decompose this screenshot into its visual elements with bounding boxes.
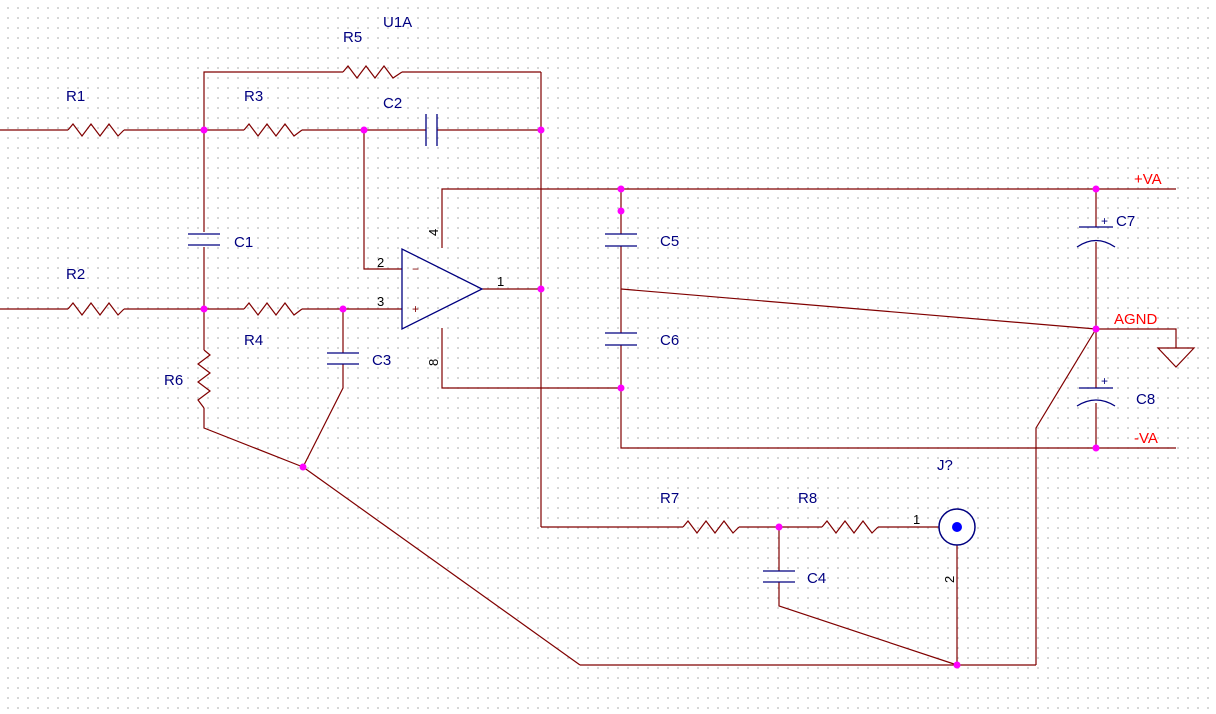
ref-r7: R7 [660, 490, 679, 507]
capacitor-c4[interactable] [763, 570, 795, 583]
ref-r3: R3 [244, 88, 263, 105]
capacitor-c3[interactable] [327, 352, 359, 365]
capacitors [188, 114, 1116, 583]
opamp-plus-sign: + [412, 302, 419, 316]
wire [778, 582, 958, 666]
junction-dot [200, 126, 208, 134]
ref-c1: C1 [234, 234, 253, 251]
net-agnd: AGND [1114, 311, 1158, 328]
junction-dot [360, 126, 368, 134]
capacitor-c6[interactable] [605, 332, 637, 346]
wire [441, 328, 621, 389]
resistor-r2[interactable] [67, 302, 125, 316]
resistor-r5[interactable] [342, 65, 403, 79]
pin-1: 1 [497, 274, 504, 289]
polarity-signs: − + + + [412, 214, 1108, 388]
wire [620, 288, 1097, 330]
junction-dot [617, 207, 625, 215]
wire [441, 188, 1176, 248]
ref-r8: R8 [798, 490, 817, 507]
ref-c6: C6 [660, 332, 679, 349]
capacitor-c7[interactable] [1076, 226, 1116, 248]
pin-j1: 1 [913, 512, 920, 527]
junction-dot [775, 523, 783, 531]
junction-dot [1092, 185, 1100, 193]
connector-j[interactable] [938, 508, 976, 546]
junction-dot [537, 285, 545, 293]
ref-r5: R5 [343, 29, 362, 46]
net-vpos: +VA [1134, 171, 1162, 188]
opamp-u1a[interactable] [401, 247, 484, 331]
ref-r2: R2 [66, 266, 85, 283]
resistor-r3[interactable] [243, 123, 303, 137]
pin-3: 3 [377, 294, 384, 309]
resistor-r4[interactable] [243, 302, 303, 316]
pin-8: 8 [426, 359, 441, 366]
capacitor-c8[interactable] [1076, 387, 1116, 407]
junction-dot [1092, 444, 1100, 452]
ground-icon [1156, 347, 1196, 368]
reference-labels: U1A R5 R1 R3 C2 C1 R2 R4 C3 R6 C5 C6 C7 … [66, 14, 1155, 587]
resistors [67, 65, 879, 534]
junction-dot [339, 305, 347, 313]
junction-dot [617, 185, 625, 193]
resistor-r6[interactable] [197, 349, 211, 409]
wire [363, 130, 402, 270]
wire [302, 364, 344, 468]
net-labels: +VA AGND -VA [1114, 171, 1162, 447]
junctions [200, 126, 1100, 669]
junction-dot [200, 305, 208, 313]
ref-c8: C8 [1136, 391, 1155, 408]
net-vneg: -VA [1134, 430, 1158, 447]
c8-plus-sign: + [1101, 374, 1108, 388]
junction-dot [1092, 325, 1100, 333]
pin-j2: 2 [942, 576, 957, 583]
wire [203, 71, 343, 130]
capacitor-c1[interactable] [188, 233, 220, 246]
junction-dot [299, 463, 307, 471]
c7-plus-sign: + [1101, 214, 1108, 228]
capacitor-c2[interactable] [425, 114, 438, 146]
junction-dot [953, 661, 961, 669]
wires [0, 71, 1177, 666]
resistor-r1[interactable] [67, 123, 125, 137]
ref-u1a: U1A [383, 14, 412, 31]
ref-c7: C7 [1116, 213, 1135, 230]
resistor-r7[interactable] [682, 520, 740, 534]
ref-r6: R6 [164, 372, 183, 389]
ref-j: J? [937, 457, 953, 474]
wire [203, 408, 304, 468]
pin-2: 2 [377, 255, 384, 270]
wire [1035, 328, 1097, 665]
wire [620, 345, 1176, 449]
junction-dot [617, 384, 625, 392]
resistor-r8[interactable] [821, 520, 879, 534]
ref-c3: C3 [372, 352, 391, 369]
opamp-minus-sign: − [412, 262, 419, 276]
wire [302, 466, 581, 666]
ref-r4: R4 [244, 332, 263, 349]
ref-r1: R1 [66, 88, 85, 105]
junction-dot [537, 126, 545, 134]
ref-c2: C2 [383, 95, 402, 112]
ref-c5: C5 [660, 233, 679, 250]
pin-labels: 2 3 1 4 8 1 2 [377, 229, 957, 583]
ref-c4: C4 [807, 570, 826, 587]
wire [1096, 328, 1177, 348]
pin-4: 4 [426, 229, 441, 236]
capacitor-c5[interactable] [605, 233, 637, 247]
